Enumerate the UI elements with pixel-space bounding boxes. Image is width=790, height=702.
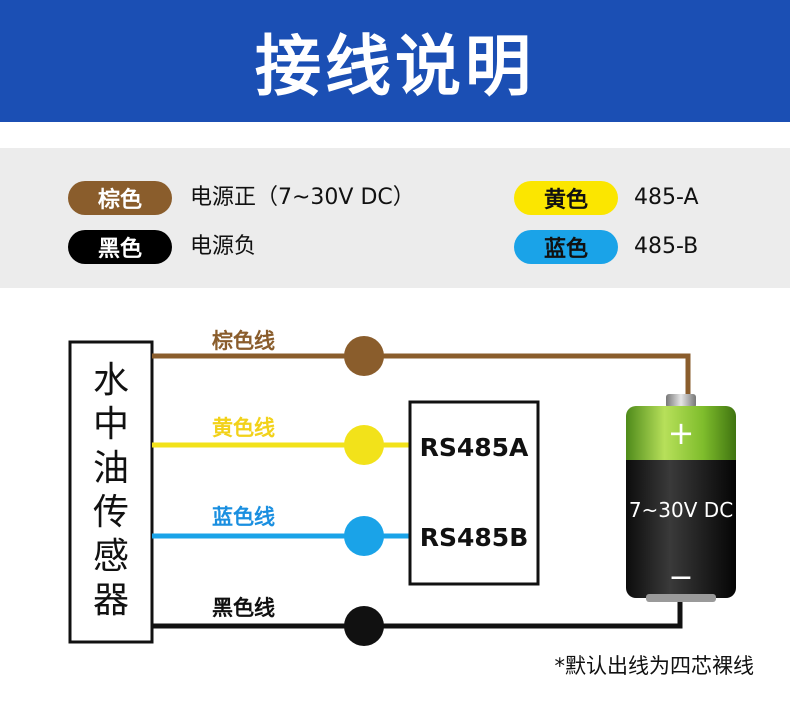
brown-terminal	[344, 336, 384, 376]
battery-bottom-cap	[646, 594, 716, 602]
legend-tag-yellow: 黄色	[514, 181, 618, 215]
legend-tag-blue: 蓝色	[514, 230, 618, 264]
yellow-terminal	[344, 425, 384, 465]
page-title: 接线说明	[255, 28, 535, 105]
footnote: *默认出线为四芯裸线	[554, 654, 755, 678]
wiring-diagram: 水中油传感器 棕色线 黄色线 蓝色线 黑色线 RS485A RS485B + 7…	[68, 329, 736, 646]
battery-body	[626, 460, 736, 598]
blue-wire-label: 蓝色线	[212, 505, 275, 529]
sensor-box	[68, 340, 154, 644]
blue-terminal	[344, 516, 384, 556]
battery-minus: −	[668, 560, 693, 595]
legend-desc-yellow: 485-A	[634, 185, 699, 210]
battery-plus: +	[668, 414, 695, 452]
legend-tag-black: 黑色	[68, 230, 172, 264]
rs485b-label: RS485B	[420, 523, 529, 552]
sensor-label-char: 油	[93, 448, 129, 489]
legend-desc-brown: 电源正（7~30V DC）	[190, 185, 415, 210]
sensor-label-char: 水	[93, 360, 129, 401]
sensor-label-char: 中	[93, 404, 129, 445]
sensor-label-char: 传	[93, 492, 129, 533]
legend-desc-black: 电源负	[190, 234, 257, 259]
header-banner: 接线说明	[0, 0, 790, 122]
sensor-label: 水中油传感器	[93, 360, 129, 621]
legend-tag-brown: 棕色	[68, 181, 172, 215]
brown-wire	[152, 353, 691, 396]
color-legend: 棕色 电源正（7~30V DC） 黑色 电源负 黄色 485-A 蓝色 485-…	[0, 148, 790, 288]
sensor-label-char: 器	[93, 580, 129, 621]
sensor-label-char: 感	[93, 536, 129, 577]
black-wire-label: 黑色线	[212, 596, 275, 620]
rs485-box	[408, 400, 540, 586]
battery-cap	[666, 394, 696, 408]
battery-top	[626, 406, 736, 470]
battery: + 7~30V DC −	[626, 394, 736, 602]
black-terminal	[344, 606, 384, 646]
yellow-wire-label: 黄色线	[212, 416, 275, 440]
battery-voltage: 7~30V DC	[629, 498, 733, 522]
rs485a-label: RS485A	[420, 433, 529, 462]
brown-wire-label: 棕色线	[212, 329, 275, 353]
legend-desc-blue: 485-B	[634, 234, 699, 259]
